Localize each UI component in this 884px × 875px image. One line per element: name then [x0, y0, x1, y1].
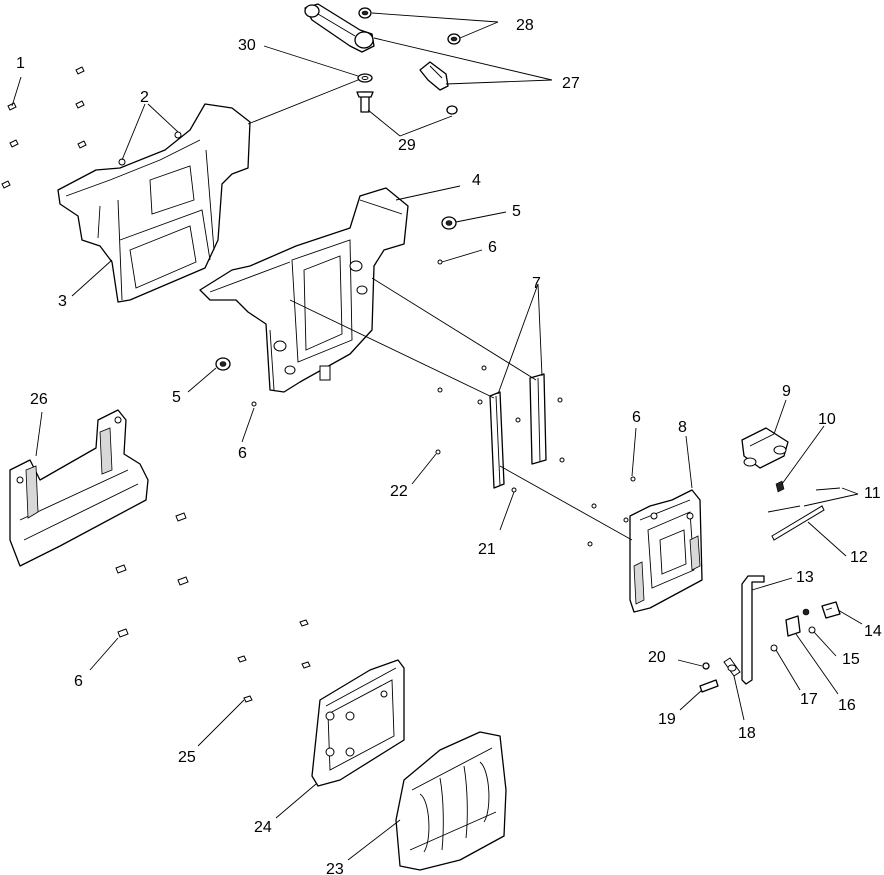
- rails-part-7: [489, 373, 547, 489]
- callout-6-top: 6: [488, 239, 497, 256]
- callout-1: 1: [16, 55, 25, 72]
- callout-19: 19: [658, 711, 676, 728]
- nut-part-5: [215, 216, 457, 371]
- clamp-part-27b: [419, 61, 449, 91]
- callout-15: 15: [842, 651, 860, 668]
- linkage-arm-part-27: [304, 3, 375, 53]
- screws-near-cover: [115, 512, 311, 703]
- callout-25: 25: [178, 749, 196, 766]
- callout-13: 13: [796, 569, 814, 586]
- callout-6-lower: 6: [74, 673, 83, 690]
- pins-part-11: [767, 487, 841, 513]
- callout-29: 29: [398, 137, 416, 154]
- callout-21: 21: [478, 541, 496, 558]
- callout-5-left: 5: [172, 389, 181, 406]
- back-frame-part-3: [57, 103, 251, 303]
- lever-part-13: [741, 575, 765, 685]
- callout-14: 14: [864, 623, 882, 640]
- latch-part-9: [741, 427, 789, 469]
- cover-part-26: [9, 409, 149, 567]
- callout-6-mid: 6: [238, 445, 247, 462]
- callout-17: 17: [800, 691, 818, 708]
- callout-18: 18: [738, 725, 756, 742]
- callout-12: 12: [850, 549, 868, 566]
- callout-30: 30: [238, 37, 256, 54]
- callout-26: 26: [30, 391, 48, 408]
- callout-11: 11: [864, 485, 881, 502]
- callout-27: 27: [562, 75, 580, 92]
- washer-part-30: [357, 73, 373, 83]
- screws-part-1: [1, 66, 87, 189]
- callout-6-right: 6: [632, 409, 641, 426]
- callout-20: 20: [648, 649, 666, 666]
- nut-part-28: [358, 7, 461, 45]
- callout-22: 22: [390, 483, 408, 500]
- callout-9: 9: [782, 383, 791, 400]
- callout-5-right: 5: [512, 203, 521, 220]
- rod-part-12: [771, 505, 825, 541]
- callout-16: 16: [838, 697, 856, 714]
- callout-3: 3: [58, 293, 67, 310]
- callout-8: 8: [678, 419, 687, 436]
- callout-24: 24: [254, 819, 272, 836]
- callout-2: 2: [140, 89, 149, 106]
- bolt-part-29: [356, 91, 458, 115]
- callout-4: 4: [472, 172, 481, 189]
- small-hardware-18-20: [699, 657, 741, 693]
- backrest-board-part-24: [311, 659, 405, 787]
- callout-10: 10: [818, 411, 836, 428]
- callout-23: 23: [326, 861, 344, 875]
- backrest-cushion-part-23: [395, 731, 507, 871]
- callout-28: 28: [516, 17, 534, 34]
- backrest-bracket-part-8: [629, 489, 703, 613]
- small-hardware-14-17: [770, 601, 841, 652]
- leader-lines: [11, 12, 863, 861]
- small-screws: [251, 259, 636, 547]
- callout-labels: 1 2 3 30 28 27 29 4 5 6 7 5 6 26 6 8 9 1…: [16, 17, 882, 875]
- callout-7: 7: [532, 275, 541, 292]
- center-frame-part-4: [199, 187, 409, 393]
